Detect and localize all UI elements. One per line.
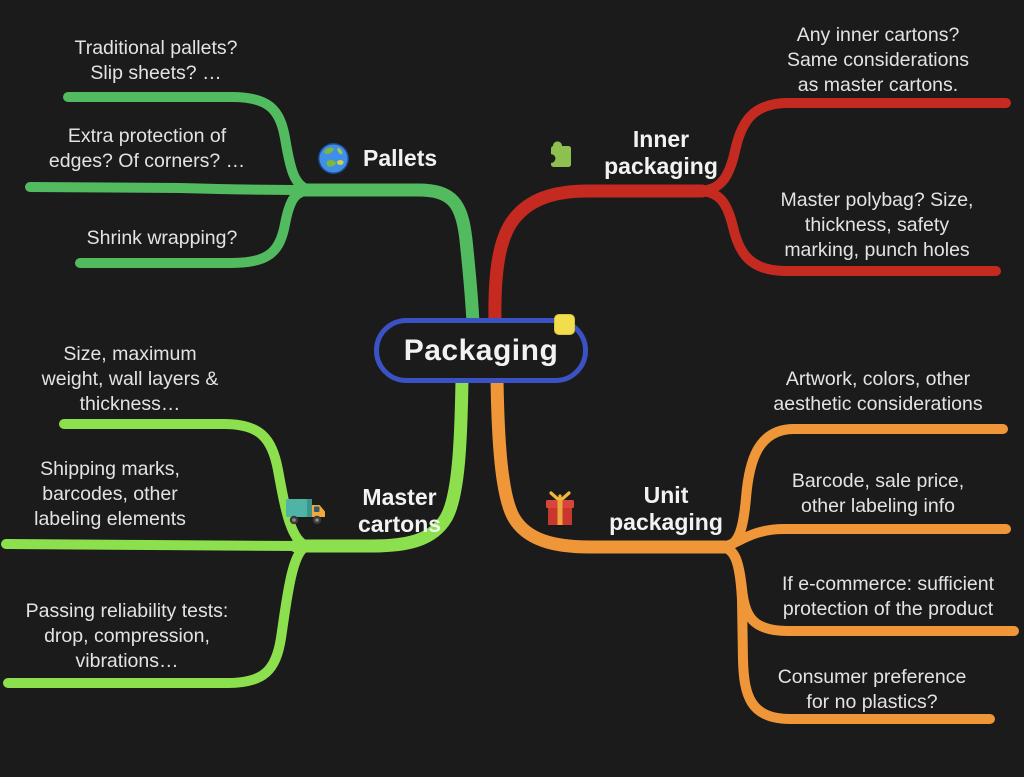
yellow-marker — [554, 314, 575, 335]
node-artwork-colors[interactable]: Artwork, colors, other aesthetic conside… — [773, 368, 983, 415]
unit-packaging-branch-line — [490, 373, 731, 554]
central-topic[interactable]: Packaging — [374, 314, 588, 383]
pallets-branch-line — [295, 183, 480, 331]
master-cartons-item-3-line — [3, 541, 313, 688]
central-topic-title: Packaging — [403, 333, 559, 367]
node-barcode-sale-price[interactable]: Barcode, sale price, other labeling info — [791, 470, 965, 517]
pallets-item-2-line — [25, 182, 311, 195]
pallets-item-1-line — [63, 92, 315, 195]
truck-icon — [285, 496, 329, 527]
master-cartons-item-1-line — [59, 419, 313, 551]
unit-packaging-item-4-line — [717, 542, 995, 724]
branch-label-text: Pallets — [363, 145, 438, 171]
node-reliability-tests[interactable]: Passing reliability tests: drop, compres… — [25, 600, 229, 672]
node-size-weight-layers[interactable]: Size, maximum weight, wall layers & thic… — [41, 343, 219, 415]
branch-label-text: Unit packaging — [609, 482, 723, 535]
node-shipping-marks[interactable]: Shipping marks, barcodes, other labeling… — [34, 458, 186, 530]
inner-packaging-item-2-line — [693, 186, 1001, 276]
master-cartons-item-2-line — [1, 539, 305, 551]
branch-label-inner-packaging[interactable]: Inner packaging — [543, 126, 736, 180]
node-any-inner-cartons[interactable]: Any inner cartons? Same considerations a… — [786, 24, 970, 96]
pallets-item-3-line — [75, 185, 315, 268]
inner-packaging-branch-line — [488, 184, 709, 331]
inner-packaging-item-1-line — [693, 98, 1011, 196]
gift-icon — [542, 489, 578, 529]
node-master-polybag[interactable]: Master polybag? Size, thickness, safety … — [780, 189, 974, 261]
branch-label-unit-packaging[interactable]: Unit packaging — [542, 482, 741, 536]
master-cartons-branch-line — [289, 373, 469, 553]
branch-label-master-cartons[interactable]: Master cartons — [285, 484, 457, 538]
node-shrink-wrapping[interactable]: Shrink wrapping? — [86, 227, 238, 249]
branch-label-pallets[interactable]: Pallets — [317, 142, 437, 175]
puzzle-icon — [543, 137, 573, 169]
node-ecommerce-protection[interactable]: If e-commerce: sufficient protection of … — [781, 573, 995, 620]
branch-label-text: Master cartons — [357, 484, 442, 537]
node-traditional-pallets[interactable]: Traditional pallets? Slip sheets? … — [74, 37, 238, 84]
node-extra-protection[interactable]: Extra protection of edges? Of corners? … — [48, 125, 246, 172]
globe-icon — [317, 142, 350, 175]
branch-label-text: Inner packaging — [604, 126, 718, 179]
node-consumer-preference[interactable]: Consumer preference for no plastics? — [777, 666, 967, 713]
unit-packaging-item-2-line — [717, 524, 1011, 552]
